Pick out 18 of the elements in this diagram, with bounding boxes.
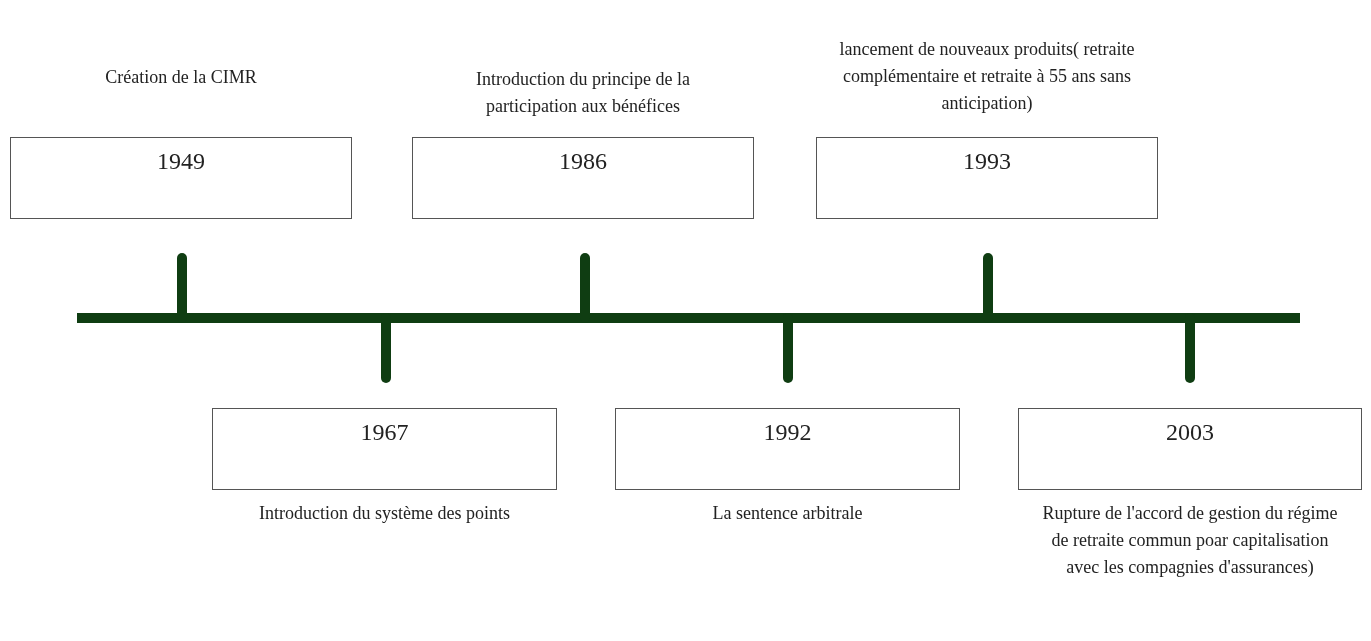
year-box (10, 137, 352, 219)
event-description: Introduction du système des points (258, 502, 511, 525)
year-label: 1992 (763, 418, 812, 447)
event-description: La sentence arbitrale (711, 502, 864, 525)
year-label: 1986 (559, 147, 607, 176)
year-box (816, 137, 1158, 219)
year-label: 1949 (157, 147, 205, 176)
year-box (1018, 408, 1362, 490)
year-box (212, 408, 557, 490)
event-description: Création de la CIMR (104, 66, 258, 89)
year-label: 1993 (963, 147, 1011, 176)
year-box (412, 137, 754, 219)
event-description: lancement de nouveaux produits( retraite complémentaire et retraite à 55 ans sans anticipation) (838, 38, 1136, 115)
event-description: Rupture de l'accord de gestion du régime de retraite commun poar capitalisation avec les compagnies d'assurances) (1041, 502, 1339, 579)
event-description: Introduction du principe de la participation aux bénéfices (475, 68, 691, 118)
year-box (615, 408, 960, 490)
year-label: 2003 (1166, 418, 1214, 447)
year-label: 1967 (360, 418, 409, 447)
